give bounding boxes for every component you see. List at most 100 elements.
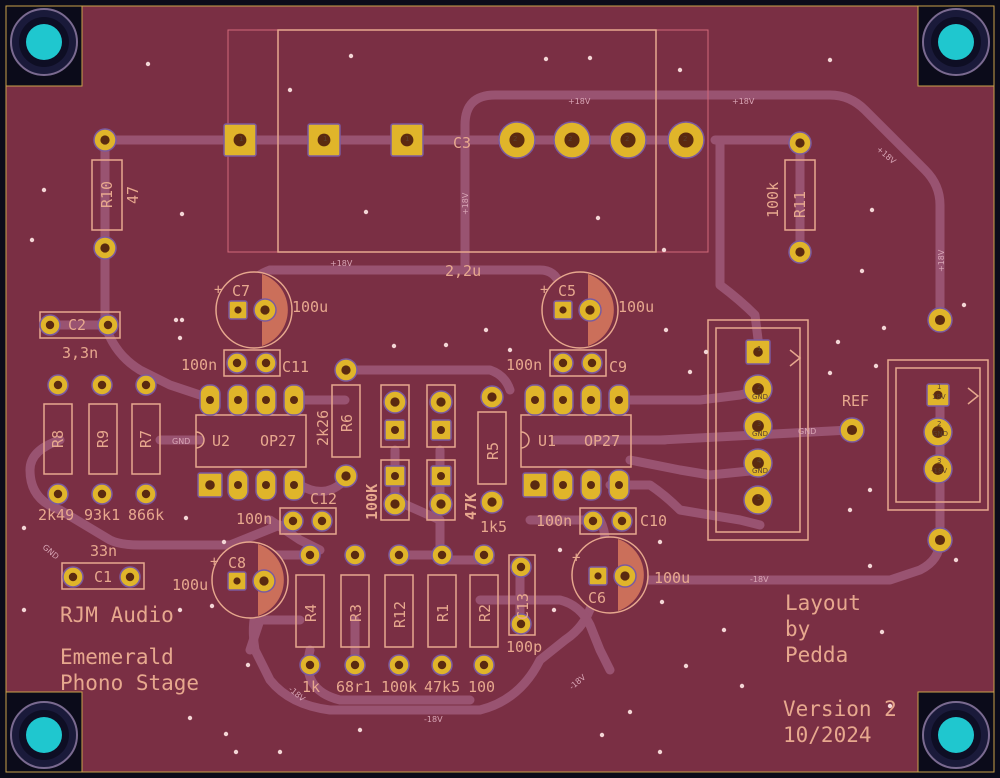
value-R3: 68r1	[336, 678, 372, 696]
via-dot	[233, 749, 239, 755]
value-C9: 100n	[506, 356, 542, 374]
power-pin-1: 1	[937, 383, 941, 391]
mounting-hole-top-left	[10, 8, 78, 76]
connector-pad	[743, 411, 773, 441]
label-C5: C5	[558, 282, 576, 300]
value-R4: 1k	[302, 678, 320, 696]
value-U2: OP27	[260, 432, 296, 450]
resistor-pad-bottom	[388, 654, 410, 676]
via-dot	[587, 55, 593, 61]
label-U2: U2	[212, 432, 230, 450]
ref-label: REF	[842, 392, 869, 410]
via-dot	[953, 557, 959, 563]
value-C10: 100n	[536, 512, 572, 530]
value-C8: 100u	[172, 576, 208, 594]
power-name-1: 18V	[932, 393, 946, 401]
via-dot	[873, 363, 879, 369]
via-dot	[835, 339, 841, 345]
via-dot	[551, 607, 557, 613]
resistor-pad-top	[47, 374, 69, 396]
label-R10: R10	[98, 181, 116, 208]
credit-line-2: by	[785, 617, 810, 641]
via-dot	[357, 727, 363, 733]
label-R11: R11	[791, 191, 809, 218]
label-R3: R3	[347, 604, 365, 622]
net-gnd-3: GND	[172, 437, 190, 446]
via-dot	[287, 87, 293, 93]
via-dot	[661, 247, 667, 253]
brand-title: RJM Audio	[60, 603, 174, 627]
via-dot	[557, 547, 563, 553]
via-dot	[177, 607, 183, 613]
net-pos-1: +18V	[568, 97, 591, 106]
via-dot	[657, 749, 663, 755]
board-titles: RJM Audio Ememerald Phono Stage Layout b…	[60, 591, 897, 747]
power-pad-2	[923, 417, 953, 447]
label-C9: C9	[609, 358, 627, 376]
net-pos-6: +18V	[330, 259, 353, 268]
via-dot	[187, 715, 193, 721]
relay-pad-2a	[498, 121, 536, 159]
label-R2: R2	[476, 604, 494, 622]
relay-right-3: 2	[625, 135, 629, 143]
value-C5: 100u	[618, 298, 654, 316]
c10-pad-2	[611, 510, 633, 532]
value-C1: 33n	[90, 542, 117, 560]
via-dot	[277, 749, 283, 755]
value-R10: 47	[124, 186, 142, 204]
resistor-pad-bottom	[431, 654, 453, 676]
label-R8: R8	[49, 430, 67, 448]
via-dot	[627, 709, 633, 715]
resistor-pad-top	[431, 544, 453, 566]
jumper-pad	[383, 390, 407, 414]
value-R7: 866k	[128, 506, 164, 524]
relay-pad-1	[223, 123, 257, 157]
value-R5: 1k5	[480, 518, 507, 536]
main-pin-2: 2	[757, 383, 761, 391]
relay-pad-2c	[609, 121, 647, 159]
via-dot	[363, 209, 369, 215]
u1-pad-bottom	[608, 469, 630, 501]
reference-labels: R10 47 R11 100k C3 2,2u C2 3,3n C7 100u …	[38, 134, 869, 696]
value-C12: 100n	[236, 510, 272, 528]
via-dot	[887, 703, 893, 709]
relay-pad-2b	[553, 121, 591, 159]
relay-left-3: 1	[405, 135, 409, 143]
resistor-pad-top	[91, 374, 113, 396]
via-dot	[245, 662, 251, 668]
c13-pad-1	[510, 556, 532, 578]
via-dot	[179, 211, 185, 217]
via-dot	[867, 487, 873, 493]
via-dot	[961, 302, 967, 308]
via-dot	[869, 207, 875, 213]
c12-pad-1	[282, 510, 304, 532]
c9-pad-2	[581, 352, 603, 374]
label-C13: C13	[514, 593, 532, 620]
power-test-pad	[927, 527, 953, 553]
label-C12: C12	[310, 490, 337, 508]
c5-pad-plus	[553, 300, 573, 320]
svg-text:+: +	[214, 282, 222, 298]
label-R1: R1	[434, 604, 452, 622]
power-pad-1	[926, 383, 950, 407]
c5-pad-minus	[578, 298, 602, 322]
u2-pad-top	[199, 384, 221, 416]
power-pin-2: 2	[937, 420, 941, 428]
via-dot	[21, 525, 27, 531]
u1-pad-bottom	[580, 469, 602, 501]
jumper-pad-sq	[384, 419, 406, 441]
power-name-2: GND	[932, 430, 948, 438]
u1-pad-top	[608, 384, 630, 416]
via-dot	[703, 349, 709, 355]
via-dot	[29, 237, 35, 243]
r6-pad-bottom	[334, 464, 358, 488]
c10-pad-1	[582, 510, 604, 532]
c8-pad-plus	[227, 571, 247, 591]
main-gnd-2: GND	[752, 430, 768, 438]
c6-pad-minus	[613, 564, 637, 588]
via-dot	[847, 507, 853, 513]
via-dot	[827, 57, 833, 63]
net-pos-2: +18V	[732, 97, 755, 106]
value-R11: 100k	[764, 182, 782, 218]
label-R4: R4	[302, 604, 320, 622]
